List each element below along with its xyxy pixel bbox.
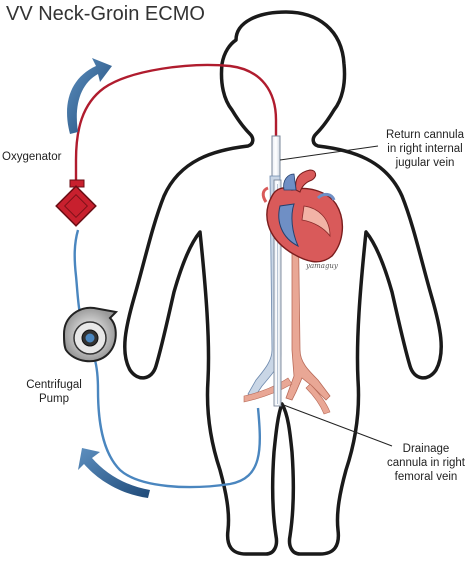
return-cannula-label: Return cannula in right internal jugular… <box>378 128 472 170</box>
child-body-outline <box>123 10 443 556</box>
flow-arrow-bottom-icon <box>78 448 150 498</box>
drainage-tubing <box>90 351 262 489</box>
oxygenator-inner <box>63 193 89 219</box>
return-cannula <box>271 135 281 179</box>
oxygenator <box>55 185 97 227</box>
return-cannula-label-line-2: in right internal <box>387 143 463 155</box>
return-cannula-label-line-3: jugular vein <box>395 157 455 169</box>
heart <box>261 169 343 263</box>
return-cannula-leader <box>279 145 379 161</box>
return-tubing <box>74 63 278 180</box>
flow-arrow-top-icon <box>67 58 112 134</box>
centrifugal-pump-label-line-1: Centrifugal <box>26 379 82 391</box>
centrifugal-pump <box>62 306 119 363</box>
return-cannula-label-line-1: Return cannula <box>386 129 464 141</box>
centrifugal-pump-label: Centrifugal Pump <box>18 378 90 406</box>
oxygenator-label: Oxygenator <box>2 151 62 163</box>
drainage-cannula-leader <box>280 403 393 447</box>
drainage-cannula-label-line-2: cannula in right <box>387 457 465 469</box>
centrifugal-pump-label-line-2: Pump <box>38 393 70 405</box>
drainage-cannula-label-line-1: Drainage <box>402 443 450 455</box>
oxygenator-connector <box>69 179 85 188</box>
femoral-artery-right <box>305 383 331 415</box>
diagram-title: VV Neck-Groin ECMO <box>6 3 205 25</box>
drainage-cannula-label-line-3: femoral vein <box>394 471 458 483</box>
artist-signature: yamaguy <box>306 262 338 270</box>
drainage-cannula-label: Drainage cannula in right femoral vein <box>380 442 472 484</box>
